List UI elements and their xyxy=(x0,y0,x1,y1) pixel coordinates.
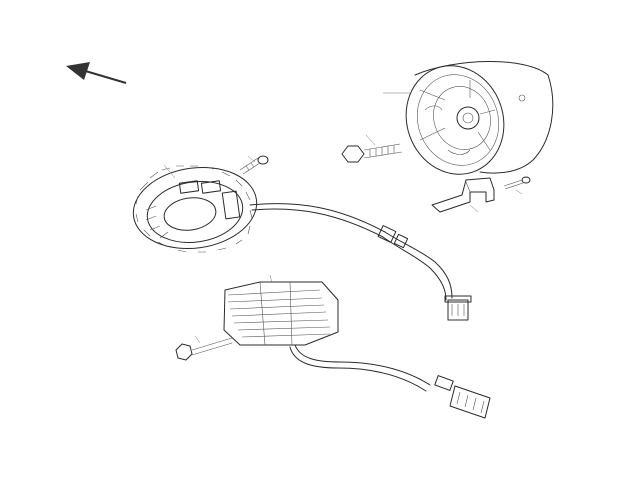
regulator-connector[interactable] xyxy=(434,375,491,419)
regulator-wire-harness xyxy=(289,344,431,392)
regulator-bolt[interactable] xyxy=(175,337,233,361)
flywheel[interactable] xyxy=(391,52,554,188)
stator-wire-harness xyxy=(249,203,453,301)
stator-screw[interactable] xyxy=(239,155,269,175)
bracket[interactable] xyxy=(431,177,495,213)
bracket-screw[interactable] xyxy=(503,176,531,190)
stator[interactable] xyxy=(128,160,262,256)
stator-connector[interactable] xyxy=(444,295,472,321)
flywheel-bolt[interactable] xyxy=(341,143,403,163)
regulator[interactable] xyxy=(223,281,339,346)
arrow-front-icon xyxy=(66,62,127,84)
